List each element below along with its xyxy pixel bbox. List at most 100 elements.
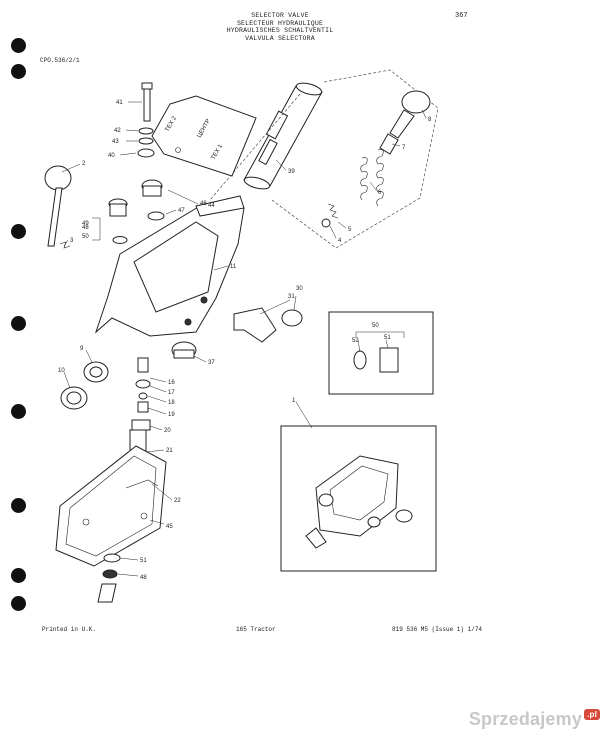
- part-9-bush: [83, 361, 109, 383]
- callout-label: 22: [174, 498, 181, 504]
- punch-hole: [11, 404, 26, 419]
- title-spanish: VALVULA SELECTORA: [245, 34, 315, 42]
- part-40-washer: [138, 137, 154, 145]
- title-french: SELECTEUR HYDRAULIQUE: [236, 19, 324, 27]
- part-37-nut: [137, 148, 155, 158]
- part-45-plug: [108, 198, 128, 217]
- part-19-spring: [137, 401, 149, 413]
- part-6-spring: [360, 149, 384, 207]
- title-english: SELECTOR VALVE: [251, 12, 309, 19]
- callout-label: 40: [108, 153, 115, 159]
- watermark-tld: .pl: [584, 709, 600, 720]
- part-4-ball: [321, 218, 331, 228]
- part-22-detent: [125, 479, 159, 489]
- callout-label: 11: [230, 264, 237, 270]
- callout-label: 2: [82, 161, 86, 167]
- part-39-washer: [138, 127, 154, 135]
- footer-printed: Printed in U.K.: [42, 626, 97, 633]
- illustration-reference: CPO.536/2/1: [40, 57, 80, 64]
- punch-hole: [11, 224, 26, 239]
- part-52-seal: [353, 350, 367, 370]
- part-16-plunger: [137, 357, 149, 373]
- callout-label: 3: [70, 238, 74, 244]
- callout-label: 19: [168, 412, 175, 418]
- punch-hole: [11, 498, 26, 513]
- callout-label-50: 50: [372, 323, 379, 329]
- callout-label: 46: [200, 201, 207, 207]
- part-lever-shaft: [97, 583, 117, 603]
- part-29-elbow: [233, 307, 277, 343]
- part-20-spool-end: [131, 419, 151, 431]
- callout-label: 10: [58, 368, 65, 374]
- callout-label-51: 51: [384, 335, 391, 341]
- part-7-plunger: [379, 133, 399, 155]
- title-german: HYDRAULISCHES SCHALTVENTIL: [226, 27, 334, 34]
- callout-label: 21: [166, 448, 173, 454]
- callout-label: 45: [166, 524, 173, 530]
- callouts-extra: 48 50 52 51: [140, 323, 391, 581]
- part-gate-plate: ТЕХ 2 ЦЕНТР ТЕХ 1: [151, 95, 257, 177]
- callout-label: 51: [140, 558, 147, 564]
- callout-label: 43: [112, 139, 119, 145]
- callout-label: 7: [402, 145, 406, 151]
- callout-label: 30: [296, 286, 303, 292]
- part-46-seal: [112, 236, 128, 244]
- callout-label: 47: [178, 208, 185, 214]
- part-callout-numbers: 41 42 43 40 2 3 8 7 6 5 4 39 46 44 47 49…: [58, 100, 432, 564]
- punch-hole: [11, 64, 26, 79]
- callout-label: 37: [208, 360, 215, 366]
- part-30-adaptor: [171, 341, 197, 359]
- part-42-plug: [141, 179, 163, 197]
- part-5-spring: [327, 203, 339, 219]
- callout-label: 49: [82, 221, 89, 227]
- part-18-ball: [138, 392, 148, 400]
- page-number: 367: [455, 12, 468, 20]
- callout-label-52: 52: [352, 338, 359, 344]
- part-28-nut: [281, 309, 303, 327]
- callout-label: 20: [164, 428, 171, 434]
- part-3-pin: [59, 241, 71, 249]
- watermark-brand: Sprzedajemy: [468, 709, 583, 729]
- callout-label-48: 48: [140, 575, 147, 581]
- part-11-valve-body: [94, 195, 245, 337]
- callout-label: 1: [292, 398, 296, 404]
- callout-label: 8: [428, 117, 432, 123]
- punch-hole: [11, 316, 26, 331]
- callout-label: 16: [168, 380, 175, 386]
- callout-label: 6: [378, 190, 382, 196]
- part-49-ring: [103, 553, 121, 563]
- callout-label: 48: [82, 225, 89, 231]
- punch-hole: [11, 568, 26, 583]
- part-43-seal: [147, 211, 165, 221]
- callout-label: 17: [168, 390, 175, 396]
- part-38-bolt: [141, 82, 153, 122]
- part-48-nut: [102, 569, 118, 579]
- inset-50-box: [328, 311, 434, 395]
- part-47-gate-plate: [55, 445, 167, 567]
- part-10-seal: [60, 386, 88, 410]
- punch-hole: [11, 596, 26, 611]
- part-31-valve-spool: [243, 82, 323, 190]
- callout-label: 42: [114, 128, 121, 134]
- callout-label: 18: [168, 400, 175, 406]
- watermark-logo: Sprzedajemy.pl: [469, 709, 600, 730]
- callout-label: 5: [348, 227, 352, 233]
- callout-label: 41: [116, 100, 123, 106]
- part-51-plug: [379, 347, 399, 373]
- callout-label: 39: [288, 169, 295, 175]
- callout-label: 31: [288, 294, 295, 300]
- inset-1-box: [280, 425, 437, 572]
- callout-label: 44: [208, 203, 215, 209]
- part-8-plunger-knob: [389, 90, 431, 139]
- page-title: SELECTOR VALVE SELECTEUR HYDRAULIQUE HYD…: [150, 12, 410, 42]
- footer-part-number: 819 536 M5 (Issue 1) 1/74: [392, 626, 483, 633]
- leader-lines: [61, 101, 427, 577]
- callout-label: 9: [80, 346, 84, 352]
- callout-label: 50: [82, 234, 89, 240]
- punch-hole: [11, 38, 26, 53]
- part-2-lever: [44, 165, 72, 247]
- part-17-ring: [135, 379, 151, 389]
- callout-label: 4: [338, 238, 342, 244]
